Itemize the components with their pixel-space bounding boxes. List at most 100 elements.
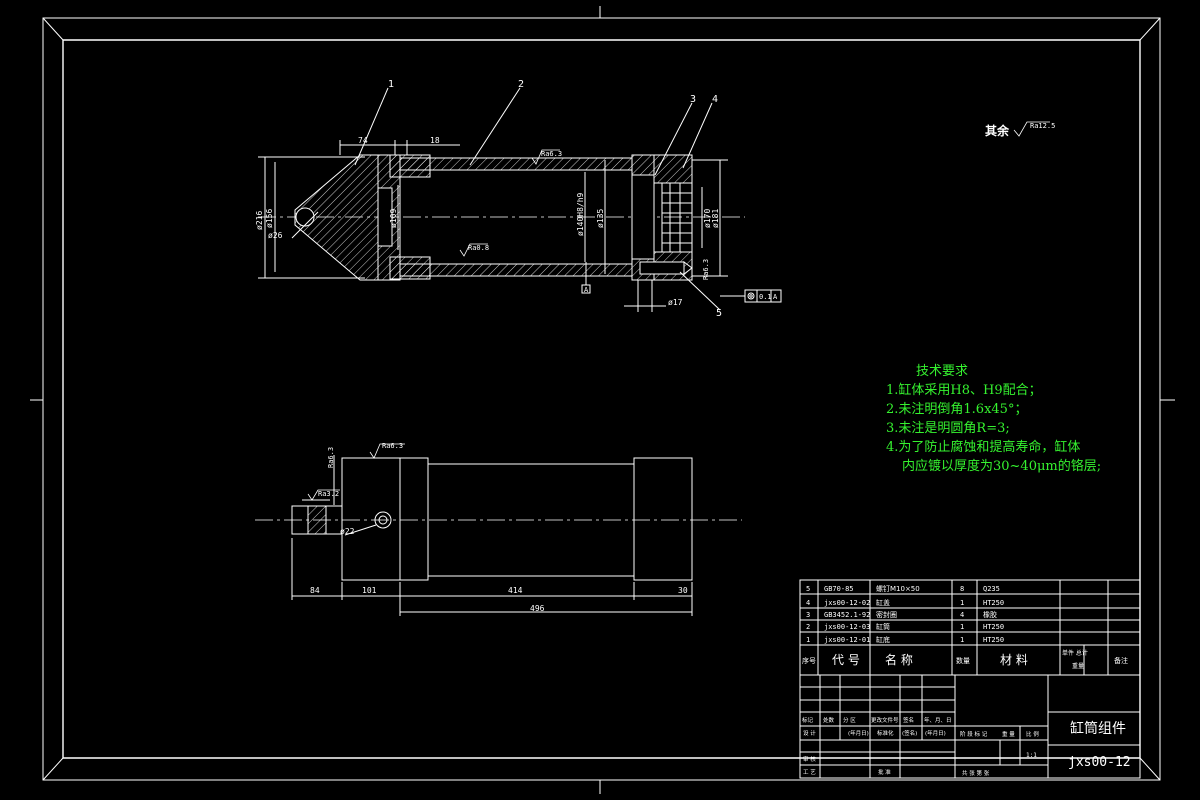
dim-414: 414 xyxy=(508,586,523,595)
svg-text:标记: 标记 xyxy=(802,716,814,724)
svg-text:备注: 备注 xyxy=(1114,656,1128,665)
svg-text:1: 1 xyxy=(960,636,964,644)
cylinder-cover-part xyxy=(653,154,693,184)
svg-text:GB70-85: GB70-85 xyxy=(824,585,854,593)
svg-text:(年月日): (年月日) xyxy=(848,729,869,737)
svg-text:缸筒: 缸筒 xyxy=(876,622,890,631)
cylinder-tube-part xyxy=(399,157,633,171)
svg-text:签名: 签名 xyxy=(903,716,914,724)
rest-roughness-value: Ra12.5 xyxy=(1030,122,1055,130)
roughness-right: Ra6.3 xyxy=(702,259,710,280)
dim-d170: ø170 xyxy=(703,209,712,228)
outer-view-labels: 84 101 414 30 496 ø22 Ra6.3 Ra6.3 Ra3.2 xyxy=(310,442,688,613)
svg-text:缸盖: 缸盖 xyxy=(876,598,890,607)
svg-text:批 准: 批 准 xyxy=(878,768,891,776)
svg-text:更改文件号: 更改文件号 xyxy=(871,716,899,724)
svg-text:比 例: 比 例 xyxy=(1026,730,1039,738)
roughness-left-top: Ra6.3 xyxy=(327,447,335,468)
dim-d181: ø181 xyxy=(711,209,720,228)
tech-line-2: 2.未注明倒角1.6x45°； xyxy=(886,402,1028,417)
part-label-5: 5 xyxy=(716,308,722,319)
rest-roughness-label: 其余 xyxy=(985,123,1010,138)
dim-d109: ø109 xyxy=(389,209,398,228)
tolerance-value: 0.1 xyxy=(759,293,772,301)
svg-text:Q235: Q235 xyxy=(983,585,1000,593)
tech-line-3: 3.未注是明圆角R=3; xyxy=(886,421,1010,436)
dim-101: 101 xyxy=(362,586,377,595)
dim-d156: ø156 xyxy=(265,209,274,228)
svg-text:8: 8 xyxy=(960,585,964,593)
svg-text:jxs00-12-03: jxs00-12-03 xyxy=(824,623,870,631)
part-label-3: 3 xyxy=(690,94,696,105)
svg-text:密封圈: 密封圈 xyxy=(876,610,897,619)
outer-roughness-symbols xyxy=(307,443,405,501)
svg-text:数量: 数量 xyxy=(956,656,970,665)
svg-text:HT250: HT250 xyxy=(983,636,1004,644)
svg-text:HT250: HT250 xyxy=(983,623,1004,631)
section-view-labels: 1 2 3 4 5 74 18 ø216 ø156 ø26 ø109 ø140H… xyxy=(255,79,1055,319)
dim-top-74: 74 xyxy=(358,136,368,145)
svg-text:1: 1 xyxy=(960,599,964,607)
svg-text:5: 5 xyxy=(806,585,810,593)
dim-d135: ø135 xyxy=(596,209,605,228)
section-view xyxy=(258,87,782,312)
outer-view xyxy=(255,455,742,616)
svg-text:3: 3 xyxy=(806,611,810,619)
roughness-symbols xyxy=(459,121,1050,257)
tolerance-datum: A xyxy=(773,293,778,301)
svg-text:标准化: 标准化 xyxy=(877,729,894,737)
dim-d140: ø140H8/h9 xyxy=(576,192,585,236)
svg-text:4: 4 xyxy=(806,599,810,607)
svg-text:缸底: 缸底 xyxy=(876,635,890,644)
svg-text:(年月日): (年月日) xyxy=(925,729,946,737)
svg-text:橡胶: 橡胶 xyxy=(983,610,997,619)
svg-text:共 张 第 张: 共 张 第 张 xyxy=(962,769,990,777)
dim-84: 84 xyxy=(310,586,320,595)
svg-text:分 区: 分 区 xyxy=(843,716,856,724)
svg-text:重 量: 重 量 xyxy=(1002,730,1015,738)
svg-text:处数: 处数 xyxy=(823,716,835,724)
svg-text:GB3452.1-92: GB3452.1-92 xyxy=(824,611,870,619)
svg-text:阶 段 标 记: 阶 段 标 记 xyxy=(960,730,988,738)
drawing-number: jxs00-12 xyxy=(1068,755,1131,770)
roughness-top-outer: Ra6.3 xyxy=(382,442,403,450)
part-label-2: 2 xyxy=(518,79,524,90)
svg-text:名 称: 名 称 xyxy=(885,652,913,667)
part-label-1: 1 xyxy=(388,79,394,90)
svg-text:4: 4 xyxy=(960,611,964,619)
dim-30: 30 xyxy=(678,586,688,595)
title-block-labels: 标记 处数 分 区 更改文件号 签名 年、月、日 设 计 (年月日) 标准化 (… xyxy=(802,716,1039,777)
roughness-top: Ra6.3 xyxy=(541,150,562,158)
svg-text:工 艺: 工 艺 xyxy=(803,769,816,776)
technical-requirements: 技术要求 1.缸体采用H8、H9配合； 2.未注明倒角1.6x45°； 3.未注… xyxy=(886,362,1101,476)
svg-text:(签名): (签名) xyxy=(902,729,917,737)
svg-text:代 号: 代 号 xyxy=(832,653,860,667)
svg-text:2: 2 xyxy=(806,623,810,631)
svg-text:jxs00-12-01: jxs00-12-01 xyxy=(824,636,870,644)
datum-label: A xyxy=(584,286,589,294)
svg-text:重量: 重量 xyxy=(1072,662,1084,670)
svg-text:jxs00-12-02: jxs00-12-02 xyxy=(824,599,870,607)
part-label-4: 4 xyxy=(712,94,718,105)
dim-d216: ø216 xyxy=(255,211,264,230)
bom-table: 5 GB70-85 螺钉M10×50 8 Q235 4 jxs00-12-02 … xyxy=(802,584,1128,670)
dim-496: 496 xyxy=(530,604,545,613)
dim-top-18: 18 xyxy=(430,136,440,145)
svg-text:螺钉M10×50: 螺钉M10×50 xyxy=(876,584,920,593)
tech-line-5: 内应镀以厚度为30~40μm的铬层; xyxy=(902,459,1102,474)
svg-text:1: 1 xyxy=(806,636,810,644)
tech-line-4: 4.为了防止腐蚀和提高寿命，缸体 xyxy=(886,440,1081,455)
title-block xyxy=(799,579,1141,779)
dim-d17: ø17 xyxy=(668,298,683,307)
tech-line-1: 1.缸体采用H8、H9配合； xyxy=(886,383,1042,398)
scale-value: 1:1 xyxy=(1026,752,1037,759)
svg-text:HT250: HT250 xyxy=(983,599,1004,607)
tech-title: 技术要求 xyxy=(916,364,969,379)
svg-text:设 计: 设 计 xyxy=(803,729,816,737)
svg-text:1: 1 xyxy=(960,623,964,631)
svg-text:序号: 序号 xyxy=(802,656,816,665)
roughness-left: Ra3.2 xyxy=(318,490,339,498)
svg-text:单件 总计: 单件 总计 xyxy=(1062,649,1088,657)
svg-text:材 料: 材 料 xyxy=(1000,653,1028,667)
